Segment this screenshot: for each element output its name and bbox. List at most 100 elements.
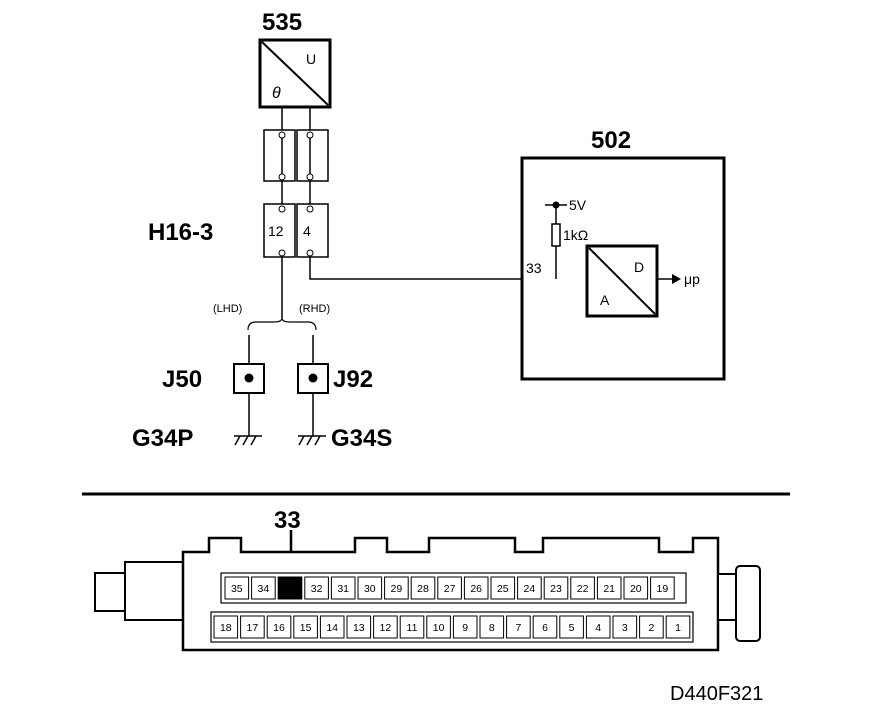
plug-pin-cell xyxy=(330,576,356,600)
temperature-sensor: U θ xyxy=(258,38,332,109)
ground-right-label: G34S xyxy=(331,425,392,452)
plug-pin-label: 5 xyxy=(569,622,575,634)
plug-pin-cell xyxy=(517,576,542,600)
plug-pin-label: 21 xyxy=(603,583,615,595)
plug-pin-cell xyxy=(665,615,691,639)
control-unit-pin-label: 33 xyxy=(526,260,542,276)
supply-voltage-label: 5V xyxy=(569,197,587,213)
plug-pin-label: 32 xyxy=(311,583,323,595)
plug-pin-label: 18 xyxy=(220,622,232,634)
plug-pin-cell xyxy=(532,615,558,639)
plug-pin-label: 24 xyxy=(524,583,536,595)
inline-connector xyxy=(263,129,329,182)
sensor-id-label: 535 xyxy=(262,9,302,36)
plug-pin-label: 25 xyxy=(497,583,509,595)
plug-pin-cell xyxy=(585,615,611,639)
plug-pin-cell xyxy=(373,615,398,639)
plug-pin-cell xyxy=(596,576,622,600)
plug-pin-cell xyxy=(490,576,516,600)
plug-pin-label: 11 xyxy=(407,622,418,634)
ground-symbol-right xyxy=(298,435,326,446)
plug-pin-cell xyxy=(410,576,436,600)
plug-pin-cell xyxy=(559,615,584,639)
junction-right-label: J92 xyxy=(333,366,373,393)
plug-pin-label: 14 xyxy=(326,622,338,634)
plug-pin-cell xyxy=(293,615,318,639)
plug-pin-cell xyxy=(213,615,239,639)
plug-pin-cell xyxy=(612,615,638,639)
plug-pin-label: 6 xyxy=(542,622,548,634)
plug-pin-cell xyxy=(479,615,505,639)
variant-lhd-label: (LHD) xyxy=(213,303,242,315)
plug-pin-cell xyxy=(266,615,292,639)
sensor-symbol-u: U xyxy=(306,51,316,67)
plug-pin-label: 8 xyxy=(489,622,495,634)
plug-pin-cell xyxy=(357,576,383,600)
plug-pin-cell xyxy=(506,615,531,639)
highlighted-pin-callout: 33 xyxy=(274,507,301,534)
plug-pin-cell xyxy=(623,576,649,600)
control-unit-id-label: 502 xyxy=(591,127,631,154)
plug-pin-label: 19 xyxy=(657,583,669,595)
plug-pin-label: 23 xyxy=(550,583,562,595)
ground-symbol-left xyxy=(234,435,262,446)
plug-pin-cell xyxy=(543,576,569,600)
plug-pin-cell xyxy=(240,615,265,639)
pullup-resistor xyxy=(551,223,561,247)
plug-pin-label: 7 xyxy=(515,622,521,634)
processor-output-label: μp xyxy=(684,271,700,287)
converter-d-label: D xyxy=(634,259,644,275)
plug-pin-cell xyxy=(639,615,664,639)
converter-a-label: A xyxy=(600,292,610,308)
plug-pin-label: 22 xyxy=(577,583,589,595)
plug-pin-label: 9 xyxy=(462,622,468,634)
plug-pin-label: 16 xyxy=(273,622,285,634)
plug-pin-cell xyxy=(277,576,303,600)
plug-pin-label: 28 xyxy=(417,583,429,595)
plug-pin-cell xyxy=(224,576,250,600)
plug-pin-label: 3 xyxy=(622,622,628,634)
plug-pin-label: 26 xyxy=(470,583,482,595)
plug-pin-cell xyxy=(399,615,425,639)
plug-pin-label: 29 xyxy=(391,583,403,595)
figure-code: D440F321 xyxy=(670,683,763,705)
plug-pin-label: 1 xyxy=(675,622,681,634)
plug-pin-label: 20 xyxy=(630,583,642,595)
plug-pin-label: 30 xyxy=(364,583,376,595)
plug-pin-cell xyxy=(650,576,675,600)
plug-pin-cell xyxy=(346,615,372,639)
plug-pin-cell xyxy=(319,615,345,639)
ground-left-label: G34P xyxy=(132,425,193,452)
plug-pin-label: 15 xyxy=(300,622,312,634)
plug-pin-label: 4 xyxy=(595,622,601,634)
plug-pin-label: 10 xyxy=(433,622,445,634)
control-unit-502: 5V 1kΩ 33 D A μp xyxy=(520,156,726,381)
ad-converter: D A xyxy=(585,244,659,318)
plug-pin-cell xyxy=(570,576,595,600)
plug-pin-label: 17 xyxy=(247,622,259,634)
plug-pin-cell xyxy=(251,576,276,600)
variant-brace xyxy=(247,317,317,331)
plug-pin-label: 2 xyxy=(648,622,654,634)
output-arrow-icon xyxy=(672,274,681,284)
resistor-value-label: 1kΩ xyxy=(563,227,588,243)
connector-pin-4: 4 xyxy=(303,223,311,239)
plug-pin-label: 35 xyxy=(231,583,243,595)
plug-pin-cell xyxy=(452,615,478,639)
plug-pin-cell xyxy=(384,576,409,600)
plug-pin-label: 12 xyxy=(380,622,392,634)
junction-left-label: J50 xyxy=(162,366,202,393)
plug-pin-label: 13 xyxy=(353,622,365,634)
variant-rhd-label: (RHD) xyxy=(299,303,330,315)
plug-pin-label: 27 xyxy=(444,583,456,595)
plug-pin-label: 31 xyxy=(337,583,349,595)
connector-h16-3: 12 4 xyxy=(263,203,329,258)
plug-pin-cell xyxy=(437,576,462,600)
junction-j92 xyxy=(297,363,329,394)
plug-pin-cell xyxy=(426,615,451,639)
connector-pin-12: 12 xyxy=(268,223,284,239)
plug-pin-cell xyxy=(304,576,329,600)
sensor-symbol-theta: θ xyxy=(272,85,281,102)
plug-pin-label: 34 xyxy=(258,583,270,595)
